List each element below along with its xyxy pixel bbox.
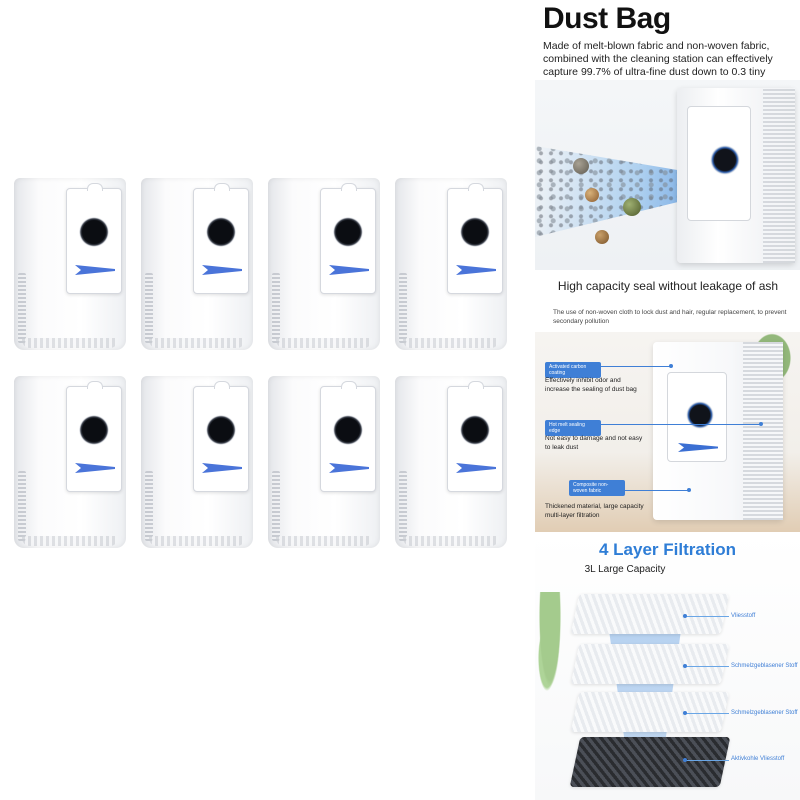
- dust-capture-illustration: [535, 80, 800, 270]
- panel-title: Dust Bag: [543, 2, 671, 35]
- seal-illustration: Activated carbon coating Effectively inh…: [535, 322, 800, 532]
- bag-arrow-icon: [329, 265, 369, 275]
- bag-inlet-hole: [333, 217, 363, 247]
- bag-inlet-hole: [79, 415, 109, 445]
- filter-layer-2: [570, 644, 730, 684]
- bag-arrow-icon: [75, 265, 115, 275]
- bag-cardboard-tab: [193, 381, 249, 492]
- dust-particle-icon: [595, 230, 609, 244]
- feature-text-edge: Not easy to damage and not easy to leak …: [545, 435, 643, 451]
- dust-particle-icon: [573, 158, 589, 174]
- filter-layer-1: [570, 594, 730, 634]
- panel-title: 4 Layer Filtration: [599, 540, 736, 559]
- bag-cardboard-tab: [447, 381, 503, 492]
- bag-arrow-icon: [678, 443, 718, 452]
- bag-inlet-hole: [710, 145, 740, 175]
- bag-inlet-hole: [206, 217, 236, 247]
- dust-bag-8: [395, 368, 513, 554]
- bag-inlet-hole: [460, 415, 490, 445]
- bag-inlet-hole: [460, 217, 490, 247]
- filter-layer-3: [570, 692, 730, 732]
- bag-cardboard-tab: [66, 183, 122, 294]
- feature-text-carbon: Effectively inhibit odor and increase th…: [545, 377, 637, 393]
- bag-cardboard-tab: [320, 183, 376, 294]
- plant-decoration: [535, 592, 565, 712]
- dust-bag-4: [395, 170, 513, 356]
- dust-bag-panel: Dust Bag Made of melt-blown fabric and n…: [535, 0, 800, 270]
- bag-arrow-icon: [329, 463, 369, 473]
- bag-inlet-hole: [79, 217, 109, 247]
- dust-bag-1: [14, 170, 132, 356]
- product-image-grid: [14, 170, 522, 562]
- feature-tag-carbon: Activated carbon coating: [545, 362, 601, 378]
- bag-arrow-icon: [456, 463, 496, 473]
- bag-inlet-hole: [333, 415, 363, 445]
- dust-bag-photo: [653, 342, 783, 520]
- bag-cardboard-tab: [66, 381, 122, 492]
- bag-inlet-hole: [206, 415, 236, 445]
- filter-layer-label: Schmelzgeblasener Stoff: [731, 663, 798, 669]
- bag-arrow-icon: [75, 463, 115, 473]
- bag-arrow-icon: [456, 265, 496, 275]
- dust-bag-photo: [677, 88, 795, 263]
- dust-particle-icon: [585, 188, 599, 202]
- panel-title: High capacity seal without leakage of as…: [557, 279, 779, 293]
- feature-tag-fabric: Composite non-woven fabric: [569, 480, 625, 496]
- filter-layer-label: Aktivkohle Vliesstoff: [731, 756, 785, 762]
- bag-arrow-icon: [202, 265, 242, 275]
- filter-layer-label: Vliesstoff: [731, 613, 756, 619]
- filter-layer-4: [569, 737, 731, 787]
- panel-subtitle: The use of non-woven cloth to lock dust …: [553, 309, 787, 325]
- filtration-panel: 4 Layer Filtration 3L Large Capacity Vli…: [535, 532, 800, 800]
- dust-bag-3: [268, 170, 386, 356]
- dust-bag-5: [14, 368, 132, 554]
- feature-text-fabric: Thickened material, large capacity multi…: [545, 503, 644, 519]
- bag-cardboard-tab: [320, 381, 376, 492]
- feature-tag-edge: Hot melt sealing edge: [545, 420, 601, 436]
- bag-cardboard-tab: [193, 183, 249, 294]
- infographic-strip: Dust Bag Made of melt-blown fabric and n…: [535, 0, 800, 800]
- dust-bag-7: [268, 368, 386, 554]
- dust-bag-6: [141, 368, 259, 554]
- dust-bag-2: [141, 170, 259, 356]
- dust-particle-icon: [623, 198, 641, 216]
- panel-description: Made of melt-blown fabric and non-woven …: [543, 40, 773, 91]
- bag-arrow-icon: [202, 463, 242, 473]
- filter-layer-label: Schmelzgeblasener Stoff: [731, 710, 798, 716]
- panel-subtitle: 3L Large Capacity: [584, 564, 666, 575]
- bag-cardboard-tab: [447, 183, 503, 294]
- seal-panel: High capacity seal without leakage of as…: [535, 270, 800, 532]
